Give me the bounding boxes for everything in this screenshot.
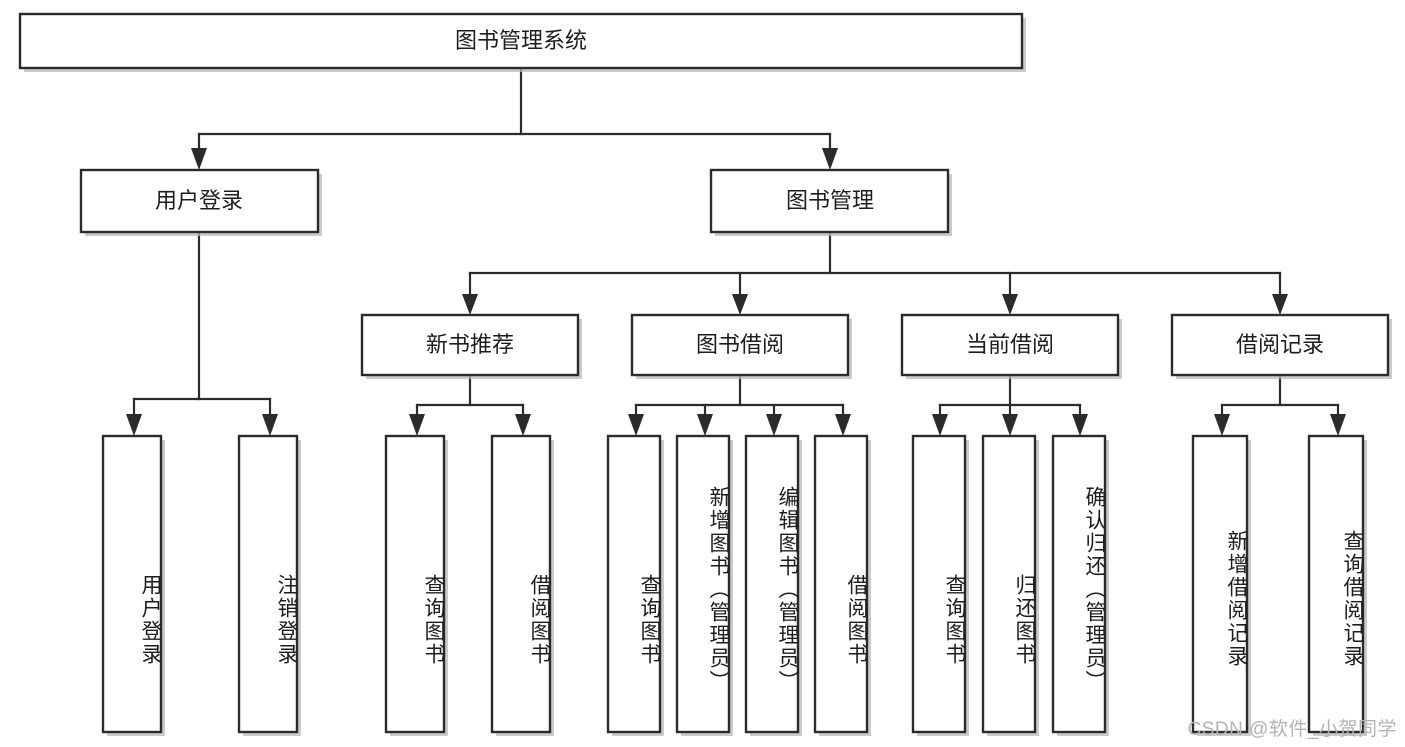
leaf-currentborrow-2-box[interactable] [981, 434, 1037, 734]
node-book-management-label: 图书管理 [786, 188, 874, 213]
arrow-head-leaf-user-login-1 [126, 414, 142, 436]
leaf-node-bookborrow-1[interactable] [606, 434, 664, 736]
leaf-borrowrecord-1-box[interactable] [1191, 434, 1249, 734]
arrow-head-leaf-currentborrow-2 [1002, 414, 1018, 436]
arrow-head-bookmgmt [822, 148, 838, 170]
leaf-node-borrowrecord-2[interactable] [1307, 434, 1367, 736]
node-book-borrow-label: 图书借阅 [696, 332, 784, 357]
connector-group-newbook [409, 373, 531, 436]
leaf-currentborrow-3-box[interactable] [1051, 434, 1107, 734]
arrow-head-currentborrow [1002, 294, 1018, 315]
node-user-login-label: 用户登录 [155, 188, 243, 213]
leaf-bookborrow-2-box[interactable] [675, 434, 731, 734]
node-root-box[interactable] [18, 12, 1024, 70]
arrow-head-leaf-borrowrecord-1 [1214, 414, 1230, 436]
leaf-node-bookborrow-4[interactable] [813, 434, 871, 736]
leaf-node-user-login-1[interactable] [101, 434, 165, 736]
leaf-node-currentborrow-1[interactable] [911, 434, 969, 736]
node-new-book-recommend-box[interactable] [360, 313, 580, 377]
arrow-head-leaf-newbook-2 [515, 414, 531, 436]
node-current-borrow-box[interactable] [900, 313, 1120, 377]
node-current-borrow[interactable]: 当前借阅 [900, 313, 1122, 379]
node-book-borrow-box[interactable] [630, 313, 850, 377]
leaf-node-currentborrow-3[interactable] [1051, 434, 1109, 736]
arrow-head-leaf-bookborrow-3 [766, 414, 782, 436]
connector-group-currentborrow [932, 373, 1088, 436]
leaf-currentborrow-1-box[interactable] [911, 434, 967, 734]
connector-group-root [191, 66, 838, 170]
leaf-node-borrowrecord-1[interactable] [1191, 434, 1251, 736]
node-book-management-box[interactable] [709, 168, 950, 234]
arrow-head-leaf-currentborrow-3 [1072, 414, 1088, 436]
leaf-node-currentborrow-2[interactable] [981, 434, 1039, 736]
arrow-head-newbook [462, 294, 478, 315]
node-user-login-box[interactable] [79, 168, 320, 234]
node-new-book-recommend[interactable]: 新书推荐 [360, 313, 582, 379]
node-book-borrow[interactable]: 图书借阅 [630, 313, 852, 379]
connector-group-bookborrow [628, 373, 851, 436]
arrow-head-leaf-user-login-2 [262, 414, 278, 436]
arrow-head-borrowrecord [1272, 294, 1288, 315]
node-root-label: 图书管理系统 [455, 28, 587, 53]
node-new-book-recommend-label: 新书推荐 [426, 332, 514, 357]
leaf-user-login-2-box[interactable] [237, 434, 299, 734]
leaf-node-newbook-1[interactable] [384, 434, 448, 736]
leaf-node-bookborrow-3[interactable] [744, 434, 802, 736]
node-book-management[interactable]: 图书管理 [709, 168, 952, 236]
arrow-head-userlogin [191, 148, 207, 170]
leaf-newbook-1-box[interactable] [384, 434, 446, 734]
connector-group-bookmgmt [462, 230, 1288, 315]
arrow-head-leaf-bookborrow-1 [628, 414, 644, 436]
leaf-borrowrecord-2-box[interactable] [1307, 434, 1365, 734]
node-user-login[interactable]: 用户登录 [79, 168, 322, 236]
connector-group-borrowrecord [1214, 373, 1346, 436]
node-borrow-record[interactable]: 借阅记录 [1170, 313, 1392, 379]
leaf-user-login-1-box[interactable] [101, 434, 163, 734]
leaf-newbook-2-box[interactable] [490, 434, 552, 734]
node-root[interactable]: 图书管理系统 [18, 12, 1026, 72]
arrow-head-leaf-bookborrow-4 [835, 414, 851, 436]
arrow-head-bookborrow [732, 294, 748, 315]
node-borrow-record-label: 借阅记录 [1236, 332, 1324, 357]
node-current-borrow-label: 当前借阅 [966, 332, 1054, 357]
arrow-head-leaf-borrowrecord-2 [1330, 414, 1346, 436]
node-borrow-record-box[interactable] [1170, 313, 1390, 377]
arrow-head-leaf-bookborrow-2 [697, 414, 713, 436]
watermark: CSDN @软件_小贺同学 [1187, 719, 1397, 740]
leaf-bookborrow-3-box[interactable] [744, 434, 800, 734]
connector-group-userlogin [126, 230, 278, 436]
leaf-node-bookborrow-2[interactable] [675, 434, 733, 736]
arrow-head-leaf-currentborrow-1 [932, 414, 948, 436]
leaf-node-newbook-2[interactable] [490, 434, 554, 736]
leaf-bookborrow-1-box[interactable] [606, 434, 662, 734]
leaf-node-user-login-2[interactable] [237, 434, 301, 736]
arrow-head-leaf-newbook-1 [409, 414, 425, 436]
leaf-bookborrow-4-box[interactable] [813, 434, 869, 734]
